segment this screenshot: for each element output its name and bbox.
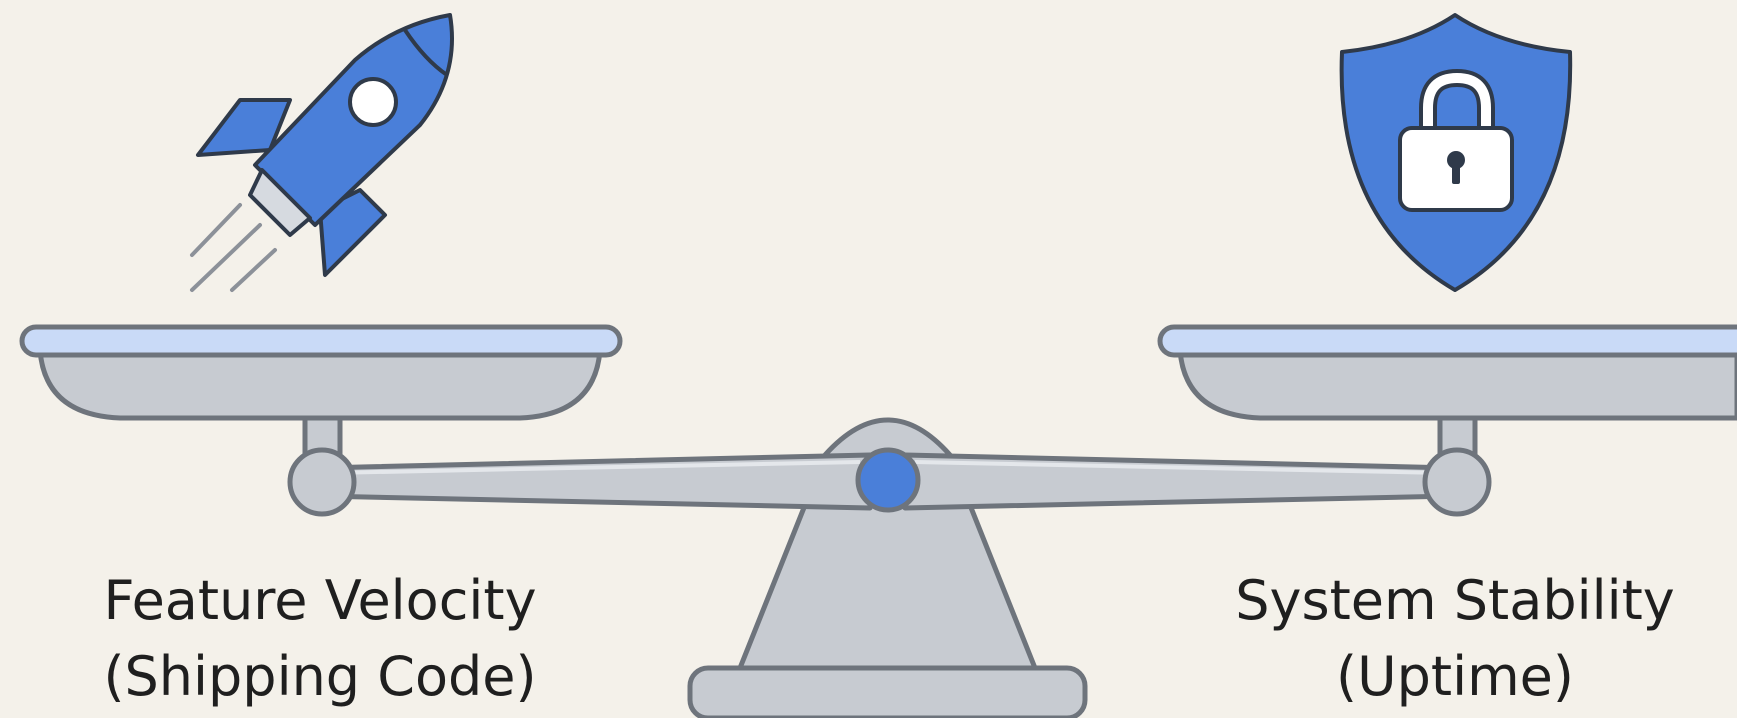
scale-beam	[317, 452, 1458, 511]
shield-lock-icon	[1339, 13, 1573, 292]
uptime-sublabel: (Uptime)	[1336, 645, 1574, 708]
system-stability-caption: System Stability (Uptime)	[1175, 563, 1735, 715]
feature-velocity-caption: Feature Velocity (Shipping Code)	[40, 563, 600, 715]
system-stability-label: System Stability	[1235, 569, 1675, 632]
rocket-icon	[190, 13, 454, 292]
right-pan	[1157, 324, 1737, 517]
shipping-code-sublabel: (Shipping Code)	[103, 645, 537, 708]
left-pan	[19, 324, 623, 517]
feature-velocity-label: Feature Velocity	[103, 569, 537, 632]
scale-base	[687, 665, 1088, 718]
pivot-pin	[855, 447, 921, 513]
